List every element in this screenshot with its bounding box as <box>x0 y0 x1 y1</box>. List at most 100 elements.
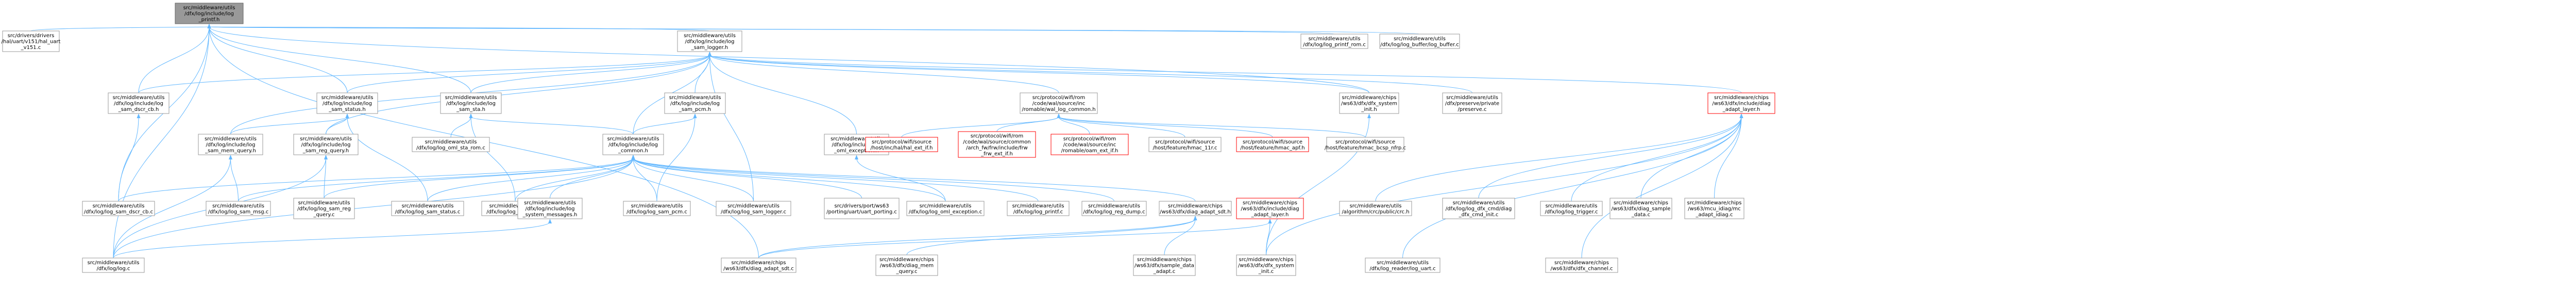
node-log_reader[interactable]: src/middleware/utils/dfx/log_reader/log_… <box>1365 257 1440 273</box>
node-label-line: /ws63/mcu_idiag/mc <box>1688 206 1740 212</box>
node-label-line: src/middleware/utils <box>402 203 454 209</box>
node-status_h[interactable]: src/middleware/utils/dfx/log/include/log… <box>316 92 378 114</box>
node-hmac_11r[interactable]: src/protocol/wifi/source/host/feature/hm… <box>1148 137 1222 152</box>
node-label-line: /code/wal/source/inc <box>1032 101 1086 107</box>
node-logger_c[interactable]: src/middleware/utils/dfx/log/log_sam_log… <box>716 201 791 216</box>
node-label-line: /ws63/dfx/diag_adapt_sdt.h <box>1160 209 1230 215</box>
node-adapt_layer_h[interactable]: src/middleware/chips/ws63/dfx/include/di… <box>1236 198 1304 219</box>
node-label-line: /dfx/log/include/log <box>608 142 658 148</box>
node-label-line: /ws63/dfx/diag_adapt_sdt.c <box>723 266 794 271</box>
node-box <box>1236 137 1309 152</box>
edge-hmac_11r-to-pc_common <box>1058 116 1185 138</box>
node-label-line: src/middleware/utils <box>298 200 350 206</box>
node-box <box>198 134 263 155</box>
node-preserve[interactable]: src/middleware/utils/dfx/preserve/privat… <box>1442 92 1502 114</box>
edge-arrowhead <box>345 114 349 118</box>
node-box <box>206 201 271 216</box>
node-reg_query_c[interactable]: src/middleware/utils/dfx/log/log_sam_reg… <box>293 198 355 219</box>
node-oam_ext[interactable]: src/protocol/wifi/rom/code/wal/source/in… <box>1050 134 1129 155</box>
node-label-line: _data.c <box>1631 212 1650 218</box>
node-box <box>906 201 985 216</box>
node-diag_mem_query[interactable]: src/middleware/chips/ws63/dfx/diag_mem_q… <box>875 254 938 276</box>
edge-dscr_cb_h-to-logger <box>138 54 710 93</box>
node-box <box>677 30 742 52</box>
node-dscr_cb_c[interactable]: src/middleware/utils/dfx/log/log_sam_dsc… <box>82 201 155 216</box>
edge-arrowhead <box>1367 114 1371 118</box>
node-log_c[interactable]: src/middleware/utils/dfx/log/log.c <box>82 257 145 273</box>
node-dscr_cb_h[interactable]: src/middleware/utils/dfx/log/include/log… <box>108 92 170 114</box>
node-label-line: src/middleware/utils <box>684 33 736 39</box>
node-label-line: /host/feature/hmac_bcsp_nfrp.c <box>1325 145 1406 151</box>
node-box <box>1133 254 1196 276</box>
node-mcu_adapt[interactable]: src/middleware/chips/ws63/mcu_idiag/mc_a… <box>1684 198 1744 219</box>
node-label-line: /code/wal/source/inc <box>1063 142 1116 148</box>
edge-reg_query_h-to-logger <box>326 54 710 135</box>
node-uart[interactable]: src/drivers/drivers/hal/uart/v151/hal_ua… <box>2 30 61 52</box>
edge-reg_query_h-to-status_h <box>326 116 348 135</box>
node-label-line: _adapt.c <box>1153 269 1176 275</box>
node-sample_data[interactable]: src/middleware/chips/ws63/dfx/sample_dat… <box>1133 254 1196 276</box>
node-label-line: src/middleware/utils <box>1350 203 1402 209</box>
node-trigger[interactable]: src/middleware/utils/dfx/log/log_trigger… <box>1540 201 1603 216</box>
node-label-line: /dfx/log/include/log <box>832 142 882 148</box>
node-adapt_layer_inc[interactable]: src/middleware/chips/ws63/dfx/include/di… <box>1707 92 1775 114</box>
edge-status_c-to-common_h <box>427 157 634 202</box>
node-frw_ext[interactable]: src/protocol/wifi/rom/code/wal/source/co… <box>958 131 1036 158</box>
node-channel[interactable]: src/middleware/chips/ws63/dfx/dfx_channe… <box>1545 257 1618 273</box>
node-box <box>440 92 502 114</box>
node-adapt_sdt_h[interactable]: src/middleware/chips/ws63/dfx/diag_adapt… <box>1159 201 1232 216</box>
node-label-line: src/middleware/utils <box>1453 200 1505 206</box>
node-label-line: /porting/uart/uart_porting.c <box>826 209 897 215</box>
node-label-line: /romable/wal_log_common.h <box>1022 107 1095 112</box>
node-dfx_system_init_c[interactable]: src/middleware/chips/ws63/dfx/dfx_system… <box>1236 254 1296 276</box>
node-label-line: _oml_exception.h <box>834 148 879 154</box>
node-hal_ext[interactable]: src/protocol/wifi/source/host/inc/hal/ha… <box>865 137 938 152</box>
node-label-line: /arch_fw/frw/include/frw <box>966 145 1028 151</box>
node-logger[interactable]: src/middleware/utils/dfx/log/include/log… <box>677 30 742 52</box>
node-sys_msgs[interactable]: src/middleware/utils/dfx/log/include/log… <box>517 198 583 219</box>
node-common_h[interactable]: src/middleware/utils/dfx/log/include/log… <box>602 134 664 155</box>
node-reg_dump[interactable]: src/middleware/utils/dfx/log/log_reg_dum… <box>1081 201 1147 216</box>
node-oml_exc_c[interactable]: src/middleware/utils/dfx/log/log_oml_exc… <box>906 201 985 216</box>
node-sta_h[interactable]: src/middleware/utils/dfx/log/include/log… <box>440 92 502 114</box>
node-box <box>1007 201 1070 216</box>
node-label-line: /code/wal/source/common <box>963 139 1030 145</box>
node-pcm_h[interactable]: src/middleware/utils/dfx/log/include/log… <box>664 92 726 114</box>
node-status_c[interactable]: src/middleware/utils/dfx/log/log_sam_sta… <box>391 201 464 216</box>
node-printf_c[interactable]: src/middleware/utils/dfx/log/log_printf.… <box>1007 201 1070 216</box>
node-box <box>1339 201 1412 216</box>
node-reg_query_h[interactable]: src/middleware/utils/dfx/log/include/log… <box>293 134 359 155</box>
edge-adapt_layer_inc-to-logger <box>709 54 1742 93</box>
node-label-line: src/middleware/chips <box>1614 200 1668 206</box>
node-dfx_cmd[interactable]: src/middleware/utils/dfx/log/log_dfx_cmd… <box>1442 198 1515 219</box>
node-box <box>1020 92 1098 114</box>
node-sample_data_c[interactable]: src/middleware/chips/ws63/dfx/diag_sampl… <box>1609 198 1672 219</box>
node-label-line: src/middleware/utils <box>183 5 235 11</box>
node-hmac_bcsp[interactable]: src/protocol/wifi/source/host/feature/hm… <box>1325 137 1406 152</box>
node-label-line: src/middleware/utils <box>631 203 683 209</box>
node-label-line: src/middleware/utils <box>727 203 779 209</box>
node-adapt_sdt_c[interactable]: src/middleware/chips/ws63/dfx/diag_adapt… <box>721 257 796 273</box>
node-label-line: _query.c <box>895 269 917 275</box>
edge-arrowhead <box>324 155 328 159</box>
edge-arrowhead <box>1739 114 1743 118</box>
node-label-line: src/middleware/utils <box>831 136 883 142</box>
node-pc_common[interactable]: src/protocol/wifi/rom/code/wal/source/in… <box>1020 92 1098 114</box>
node-box <box>517 198 583 219</box>
node-hmac_apf[interactable]: src/protocol/wifi/source/host/feature/hm… <box>1236 137 1309 152</box>
node-label-line: _sam_logger.h <box>691 45 728 51</box>
node-dfx_system_init_h[interactable]: src/middleware/chips/ws63/dfx/dfx_system… <box>1339 92 1399 114</box>
edge-common_h-to-pcm_h <box>633 116 696 135</box>
node-label-line: _sam_reg_query.h <box>302 148 349 154</box>
node-algorithm[interactable]: src/middleware/utils/algorithm/crc/publi… <box>1339 201 1412 216</box>
edge-adapt_sdt_c-to-adapt_layer_h <box>758 221 1270 259</box>
node-printf_rom[interactable]: src/middleware/utils/dfx/log/log_printf_… <box>1300 34 1368 49</box>
node-mem_query_h[interactable]: src/middleware/utils/dfx/log/include/log… <box>198 134 263 155</box>
edge-pc_common-to-logger <box>709 54 1059 93</box>
node-buffer[interactable]: src/middleware/utils/dfx/log/log_buffer/… <box>1379 34 1460 49</box>
node-uart_porting[interactable]: src/drivers/port/ws63/porting/uart/uart_… <box>824 198 900 219</box>
node-box <box>721 257 796 273</box>
node-mem_msg[interactable]: src/middleware/utils/dfx/log/log_sam_msg… <box>206 201 271 216</box>
node-pcm_c[interactable]: src/middleware/utils/dfx/log/log_sam_pcm… <box>623 201 691 216</box>
node-oml_rom[interactable]: src/middleware/utils/dfx/log/log_oml_sta… <box>412 137 490 152</box>
